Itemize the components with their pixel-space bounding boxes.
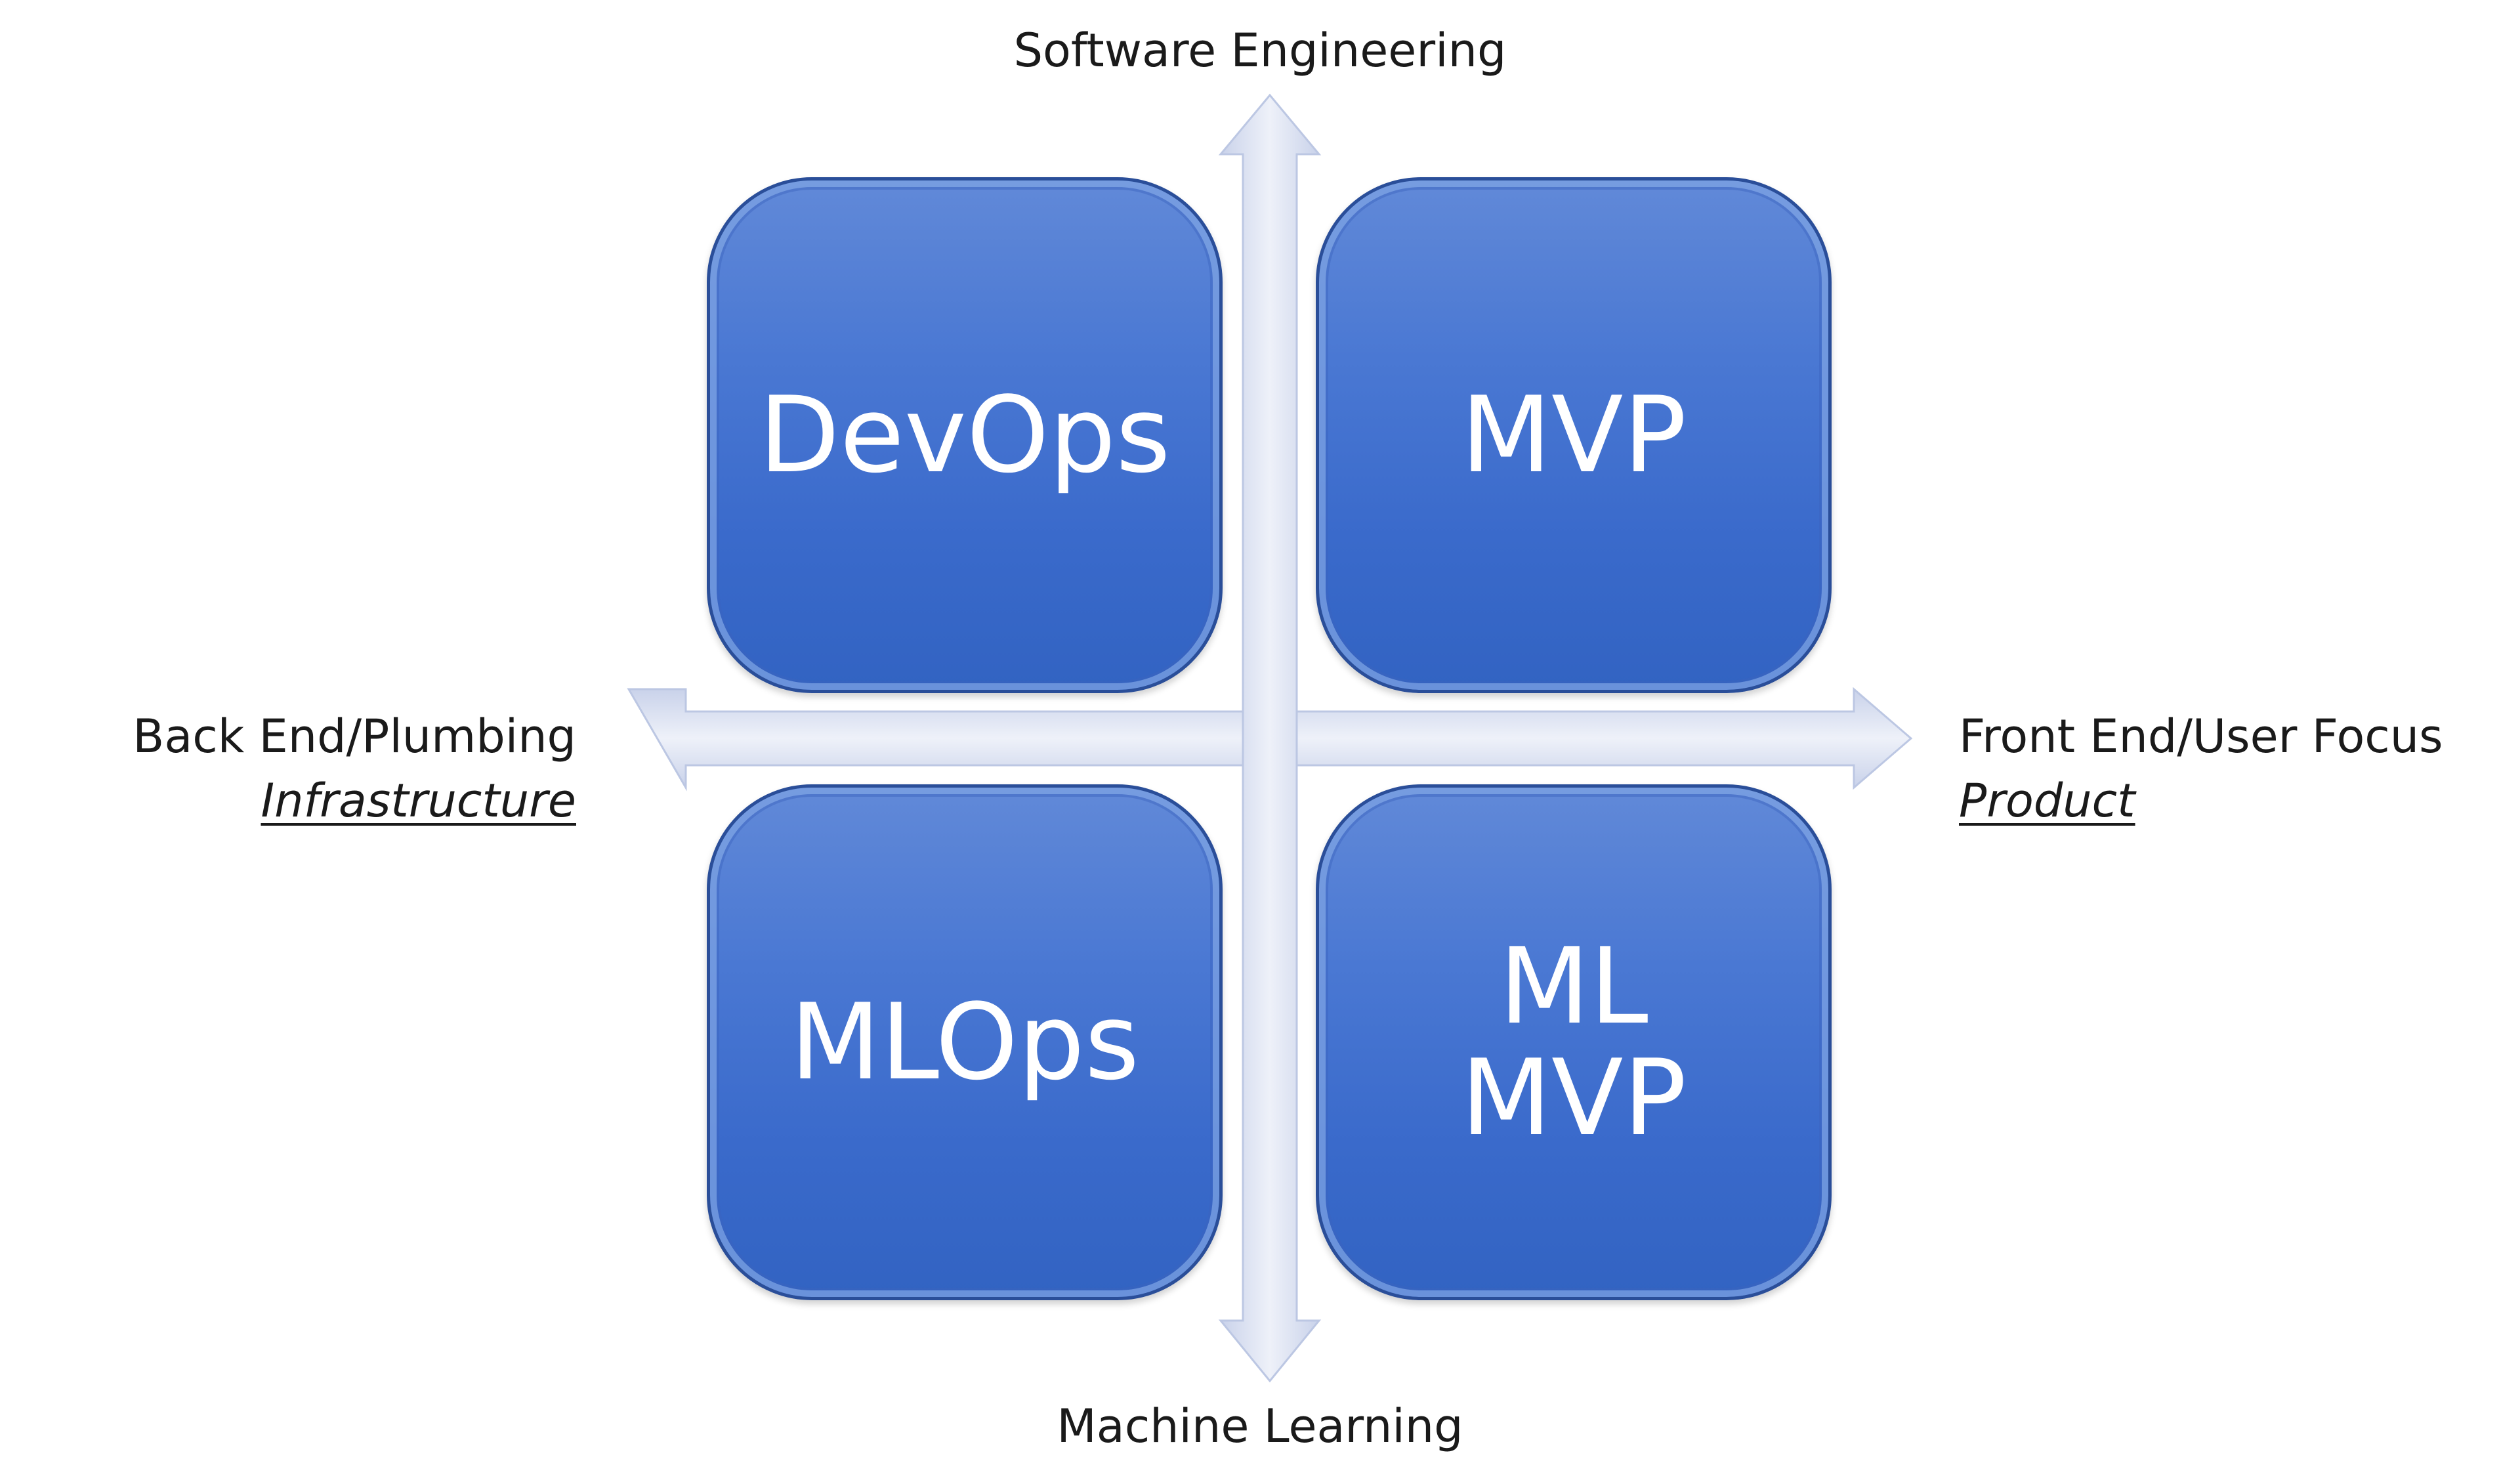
- quadrant-mvp: MVP: [1316, 177, 1832, 693]
- axis-label-back-end: Back End/Plumbing: [133, 710, 576, 763]
- axis-sublabel-product: Product: [1959, 774, 2135, 828]
- axis-label-front-end: Front End/User Focus: [1959, 710, 2443, 763]
- quadrant-ml-mvp: ML MVP: [1316, 784, 1832, 1300]
- quadrant-mlops: MLOps: [707, 784, 1223, 1300]
- axis-label-top: Software Engineering: [0, 18, 2520, 83]
- axis-label-software-engineering: Software Engineering: [1013, 24, 1507, 77]
- axis-label-left: Back End/Plumbing Infrastructure: [133, 704, 576, 833]
- quadrant-label-ml-mvp: ML MVP: [1461, 925, 1687, 1159]
- quadrant-label-devops: DevOps: [759, 373, 1171, 496]
- axis-label-right: Front End/User Focus Product: [1959, 704, 2443, 833]
- axis-label-machine-learning: Machine Learning: [1057, 1399, 1463, 1453]
- quadrant-label-mlops: MLOps: [789, 981, 1140, 1103]
- quadrant-devops: DevOps: [707, 177, 1223, 693]
- vertical-axis-arrow: [1218, 93, 1322, 1383]
- axis-label-bottom: Machine Learning: [0, 1394, 2520, 1458]
- quadrant-label-mvp: MVP: [1461, 373, 1687, 496]
- axis-sublabel-infrastructure: Infrastructure: [261, 774, 576, 828]
